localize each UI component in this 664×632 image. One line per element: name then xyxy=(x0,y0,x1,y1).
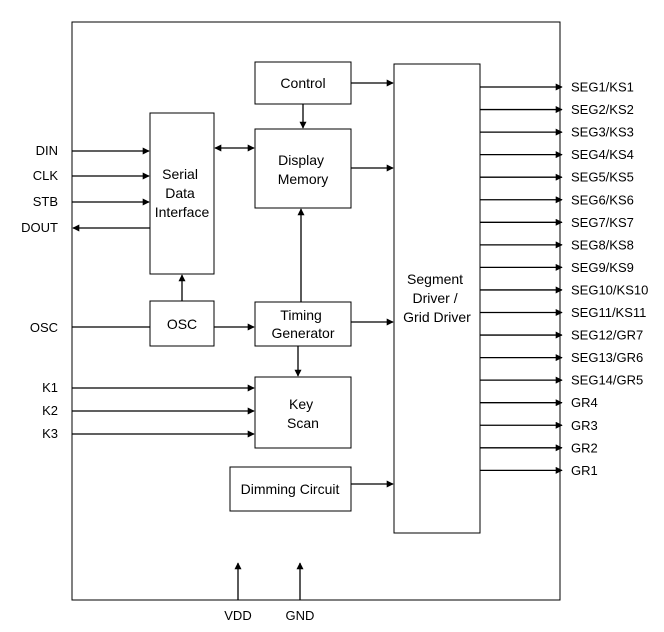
svg-text:Control: Control xyxy=(280,75,325,91)
output-pin-label: SEG14/GR5 xyxy=(571,373,643,388)
output-pin-label: GR2 xyxy=(571,440,598,455)
pin-osc-label: OSC xyxy=(30,320,58,335)
pin-k2-label: K2 xyxy=(42,403,58,418)
serial-label-line1: Serial xyxy=(162,166,198,182)
pin-gnd-label: GND xyxy=(286,608,315,623)
output-pin-label: SEG12/GR7 xyxy=(571,328,643,343)
output-pins: SEG1/KS1SEG2/KS2SEG3/KS3SEG4/KS4SEG5/KS5… xyxy=(480,80,648,478)
pin-clk-label: CLK xyxy=(33,168,59,183)
output-pin-label: SEG4/KS4 xyxy=(571,147,634,162)
key-label-line2: Scan xyxy=(287,415,319,431)
pin-k1-label: K1 xyxy=(42,380,58,395)
output-pin-label: SEG7/KS7 xyxy=(571,215,634,230)
key-label-line1: Key xyxy=(289,396,313,412)
display-memory-block: Display Memory xyxy=(254,128,352,209)
pin-k3-label: K3 xyxy=(42,426,58,441)
output-pin-label: GR3 xyxy=(571,418,598,433)
segment-label-line3: Grid Driver xyxy=(403,309,471,325)
timing-generator-block: Timing Generator xyxy=(254,301,352,347)
svg-text:Display Memory: Display Memory xyxy=(278,152,329,187)
dimming-label: Dimming Circuit xyxy=(241,481,340,497)
segment-grid-driver-block: Segment Driver / Grid Driver xyxy=(393,63,481,534)
svg-text:Serial Data Interf: Serial Data Interface xyxy=(155,166,210,220)
output-pin-label: SEG13/GR6 xyxy=(571,350,643,365)
svg-text:Timing Generator: Timing Generator xyxy=(271,307,334,341)
output-pin-label: SEG1/KS1 xyxy=(571,80,634,95)
osc-block: OSC xyxy=(149,300,215,347)
pin-vdd-label: VDD xyxy=(224,608,251,623)
serial-label-line3: Interface xyxy=(155,204,210,220)
osc-block-label: OSC xyxy=(167,316,197,332)
output-pin-label: GR4 xyxy=(571,395,598,410)
output-pin-label: SEG6/KS6 xyxy=(571,192,634,207)
pin-stb-label: STB xyxy=(33,194,58,209)
pin-din-label: DIN xyxy=(36,143,58,158)
output-pin-label: SEG2/KS2 xyxy=(571,102,634,117)
output-pin-label: SEG11/KS11 xyxy=(571,305,646,320)
key-scan-block: Key Scan xyxy=(254,376,352,449)
svg-text:Key Scan: Key Scan xyxy=(287,396,319,431)
display-label-line2: Memory xyxy=(278,171,329,187)
output-pin-label: GR1 xyxy=(571,463,598,478)
dimming-circuit-block: Dimming Circuit xyxy=(229,466,352,512)
svg-text:Segment Driver / G: Segment Driver / Grid Driver xyxy=(403,271,471,325)
segment-label-line1: Segment xyxy=(407,271,463,287)
output-pin-label: SEG9/KS9 xyxy=(571,260,634,275)
control-label: Control xyxy=(280,75,325,91)
svg-text:Dimming Circuit: Dimming Circuit xyxy=(241,481,340,497)
timing-label-line1: Timing xyxy=(280,307,322,323)
pin-dout-label: DOUT xyxy=(21,220,58,235)
control-block: Control xyxy=(254,61,352,105)
svg-text:OSC: OSC xyxy=(167,316,197,332)
serial-label-line2: Data xyxy=(165,185,195,201)
output-pin-label: SEG5/KS5 xyxy=(571,170,634,185)
output-pin-label: SEG8/KS8 xyxy=(571,237,634,252)
display-label-line1: Display xyxy=(278,152,324,168)
serial-data-interface-block: Serial Data Interface xyxy=(149,112,215,275)
segment-label-line2: Driver / xyxy=(412,290,457,306)
output-pin-label: SEG10/KS10 xyxy=(571,282,648,297)
output-pin-label: SEG3/KS3 xyxy=(571,125,634,140)
timing-label-line2: Generator xyxy=(271,325,334,341)
